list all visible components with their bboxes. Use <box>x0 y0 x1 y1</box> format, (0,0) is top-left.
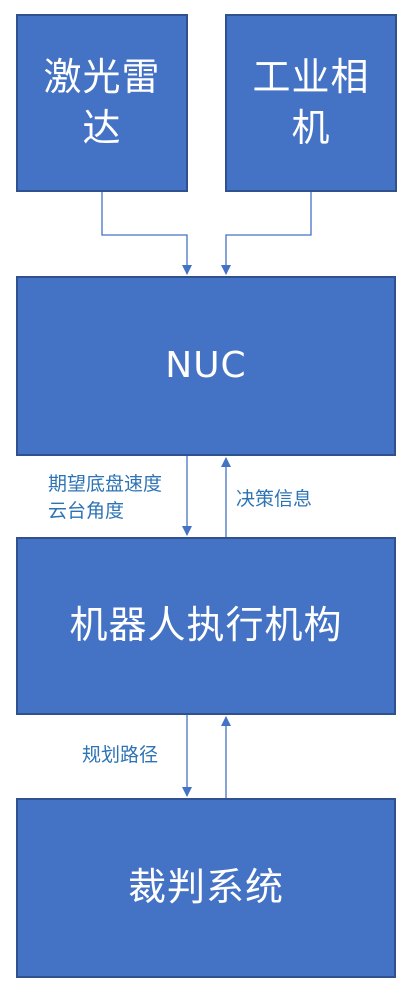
node-industrial-camera-label: 工业相机 <box>252 54 370 150</box>
node-lidar: 激光雷达 <box>16 14 188 192</box>
node-referee-system: 裁判系统 <box>16 798 396 978</box>
node-industrial-camera: 工业相机 <box>225 14 397 192</box>
edge-label-expected-chassis-speed: 期望底盘速度 <box>48 473 163 495</box>
edge-label-planned-path: 规划路径 <box>82 744 159 766</box>
connector-lidar-to-nuc <box>101 192 192 275</box>
edge-label-gimbal-angle: 云台角度 <box>48 500 125 522</box>
node-robot-actuator-label: 机器人执行机构 <box>69 603 343 648</box>
node-nuc-label: NUC <box>165 344 247 386</box>
node-nuc: NUC <box>16 276 396 456</box>
connector-camera-to-nuc <box>221 192 312 275</box>
node-robot-actuator: 机器人执行机构 <box>16 537 396 715</box>
node-lidar-label: 激光雷达 <box>43 54 161 150</box>
edge-label-decision-info: 决策信息 <box>236 488 313 510</box>
node-referee-system-label: 裁判系统 <box>127 865 284 910</box>
